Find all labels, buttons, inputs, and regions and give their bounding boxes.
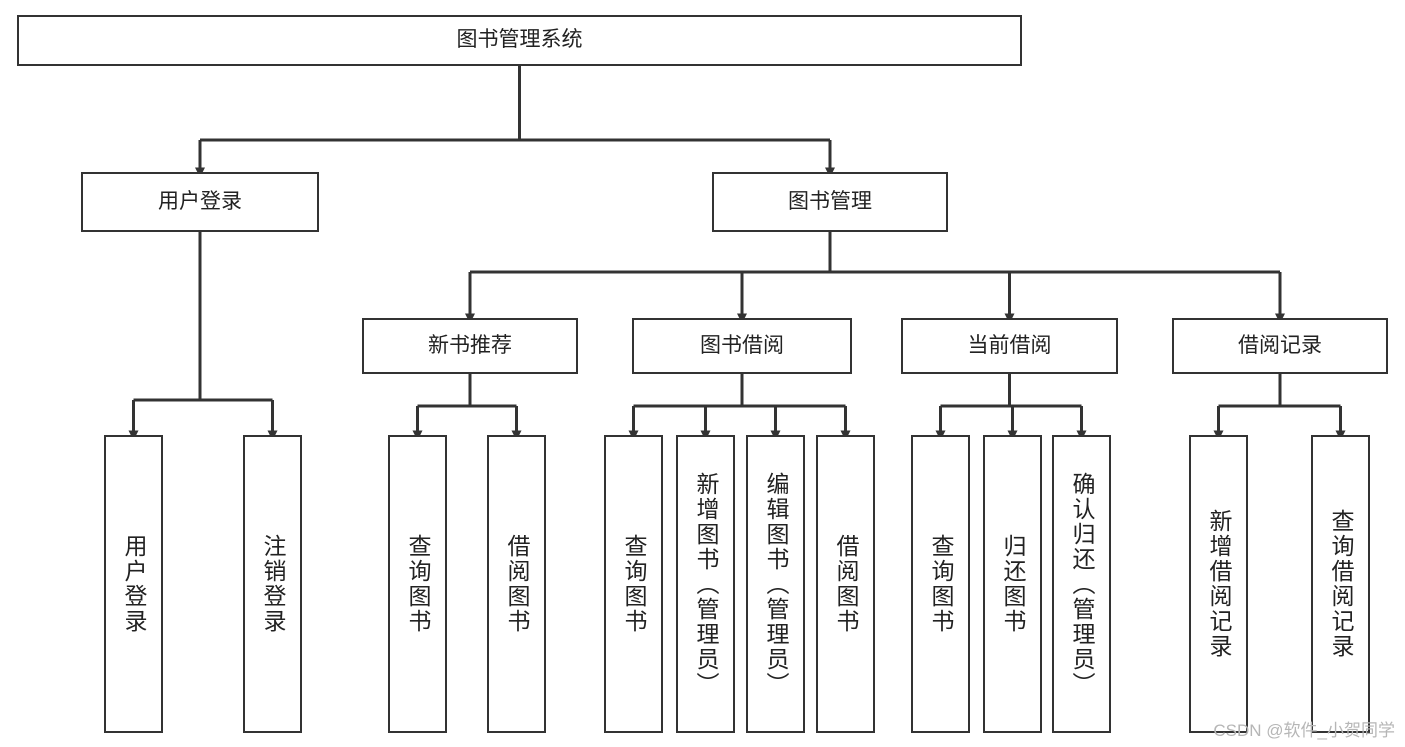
node-current-borrow[interactable]: 当前借阅 — [901, 318, 1118, 374]
node-leaf-query-book-borrow-label: 查询图书 — [621, 534, 647, 634]
node-leaf-edit-book-admin-label: 编辑图书（管理员） — [763, 471, 789, 697]
node-leaf-query-book-current-label: 查询图书 — [928, 534, 954, 634]
node-leaf-query-borrow-record-label: 查询借阅记录 — [1328, 509, 1354, 659]
node-borrow-record[interactable]: 借阅记录 — [1172, 318, 1388, 374]
node-leaf-borrow-book[interactable]: 借阅图书 — [816, 435, 875, 733]
node-borrow-record-label: 借阅记录 — [1238, 333, 1322, 357]
node-leaf-borrow-book-rec[interactable]: 借阅图书 — [487, 435, 546, 733]
node-leaf-query-book-rec[interactable]: 查询图书 — [388, 435, 447, 733]
csdn-watermark: CSDN @软件_小贺同学 — [1213, 721, 1395, 740]
node-root-system[interactable]: 图书管理系统 — [17, 15, 1022, 66]
node-leaf-query-book-rec-label: 查询图书 — [405, 534, 431, 634]
node-leaf-query-book-borrow[interactable]: 查询图书 — [604, 435, 663, 733]
node-book-borrow[interactable]: 图书借阅 — [632, 318, 852, 374]
node-leaf-edit-book-admin[interactable]: 编辑图书（管理员） — [746, 435, 805, 733]
node-new-book-recommend-label: 新书推荐 — [428, 333, 512, 357]
node-user-login-label: 用户登录 — [158, 189, 242, 213]
node-leaf-borrow-book-rec-label: 借阅图书 — [504, 534, 530, 634]
node-leaf-return-book[interactable]: 归还图书 — [983, 435, 1042, 733]
node-leaf-add-book-admin[interactable]: 新增图书（管理员） — [676, 435, 735, 733]
node-book-management-label: 图书管理 — [788, 189, 872, 213]
node-leaf-user-login[interactable]: 用户登录 — [104, 435, 163, 733]
node-current-borrow-label: 当前借阅 — [967, 333, 1052, 357]
node-leaf-add-borrow-record-label: 新增借阅记录 — [1206, 509, 1232, 659]
node-leaf-return-book-label: 归还图书 — [1000, 534, 1026, 634]
node-leaf-query-borrow-record[interactable]: 查询借阅记录 — [1311, 435, 1370, 733]
node-leaf-confirm-return-admin[interactable]: 确认归还（管理员） — [1052, 435, 1111, 733]
node-leaf-add-borrow-record[interactable]: 新增借阅记录 — [1189, 435, 1248, 733]
node-leaf-user-logout-label: 注销登录 — [260, 534, 286, 634]
node-new-book-recommend[interactable]: 新书推荐 — [362, 318, 578, 374]
node-book-management[interactable]: 图书管理 — [712, 172, 948, 232]
node-leaf-borrow-book-label: 借阅图书 — [833, 534, 859, 634]
node-leaf-user-logout[interactable]: 注销登录 — [243, 435, 302, 733]
node-book-borrow-label: 图书借阅 — [700, 333, 784, 357]
node-leaf-confirm-return-admin-label: 确认归还（管理员） — [1069, 471, 1095, 697]
node-user-login[interactable]: 用户登录 — [81, 172, 319, 232]
node-leaf-user-login-label: 用户登录 — [121, 534, 147, 634]
node-leaf-query-book-current[interactable]: 查询图书 — [911, 435, 970, 733]
node-root-system-label: 图书管理系统 — [456, 28, 583, 52]
node-leaf-add-book-admin-label: 新增图书（管理员） — [693, 471, 719, 697]
